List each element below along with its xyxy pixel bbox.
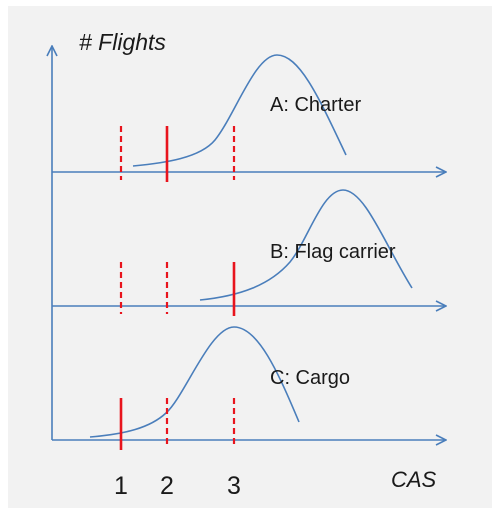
row-label-c: C: Cargo	[270, 367, 350, 389]
tick-label-2: 2	[160, 472, 174, 500]
x-axis-label: CAS	[391, 467, 437, 492]
row-label-a: A: Charter	[270, 94, 361, 116]
distribution-curve-c	[89, 326, 300, 438]
tick-label-1: 1	[114, 472, 128, 500]
row-label-b: B: Flag carrier	[270, 241, 396, 263]
distribution-curve-a	[132, 54, 347, 167]
distribution-curve-b	[199, 189, 413, 301]
y-axis-label: # Flights	[79, 29, 166, 55]
diagram-panel	[8, 6, 492, 508]
tick-label-3: 3	[227, 472, 241, 500]
